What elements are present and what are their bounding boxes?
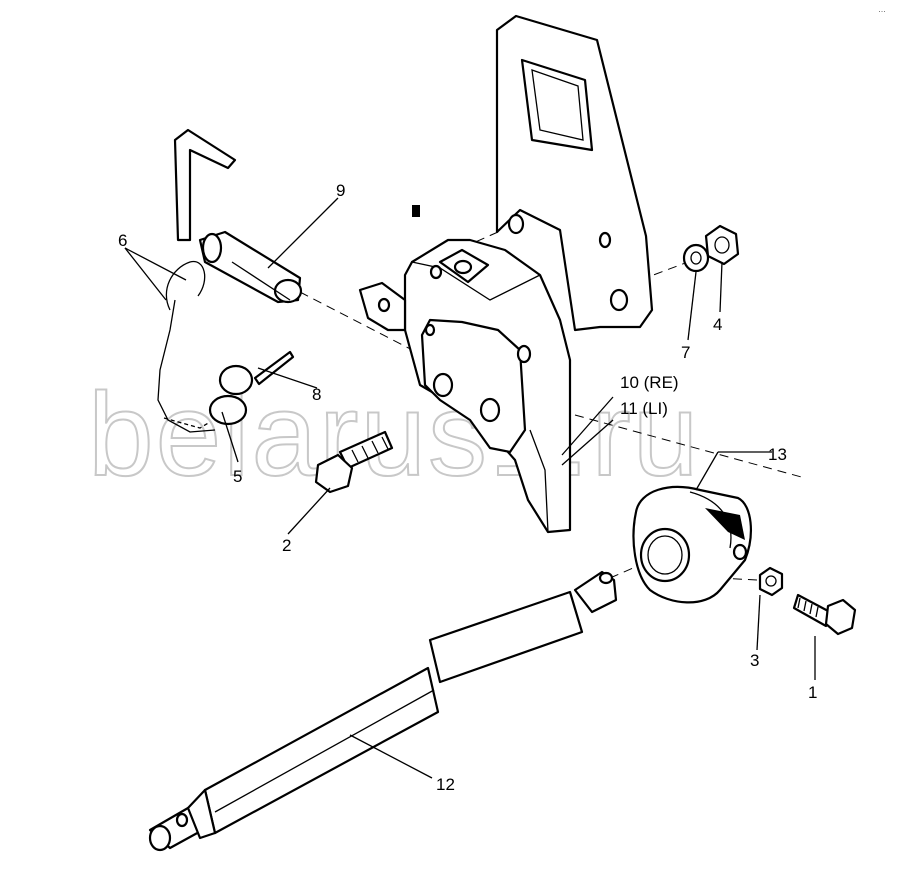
callout-5: 5 [233,467,242,486]
corner-mark: … [878,5,886,14]
callout-10-re: 10 (RE) [620,373,679,392]
bushing [632,485,752,604]
callout-13: 13 [768,445,787,464]
callout-11-li: 11 (LI) [620,399,668,418]
callout-numbers: 9 6 8 5 2 10 (RE) 11 (LI) 7 4 13 3 1 12 [118,181,817,794]
washer-7 [682,243,710,273]
mounting-plate [412,14,654,332]
callout-6: 6 [118,231,127,250]
bolt-2 [314,430,394,494]
callout-3: 3 [750,651,759,670]
hitch-pin [173,128,303,304]
callout-2: 2 [282,536,291,555]
callout-4: 4 [713,315,722,334]
callout-12: 12 [436,775,455,794]
watermark: belarus1.ru [88,369,700,501]
callout-1: 1 [808,683,817,702]
shaft [148,570,618,852]
nut-4 [704,224,740,266]
nut-3 [758,566,784,597]
ring-and-split-pin [208,350,295,426]
bolt-1 [792,593,857,636]
callout-8: 8 [312,385,321,404]
callout-7: 7 [681,343,690,362]
leader-lines [124,197,816,779]
spring-clip-and-chain [157,261,216,433]
callout-9: 9 [336,181,345,200]
